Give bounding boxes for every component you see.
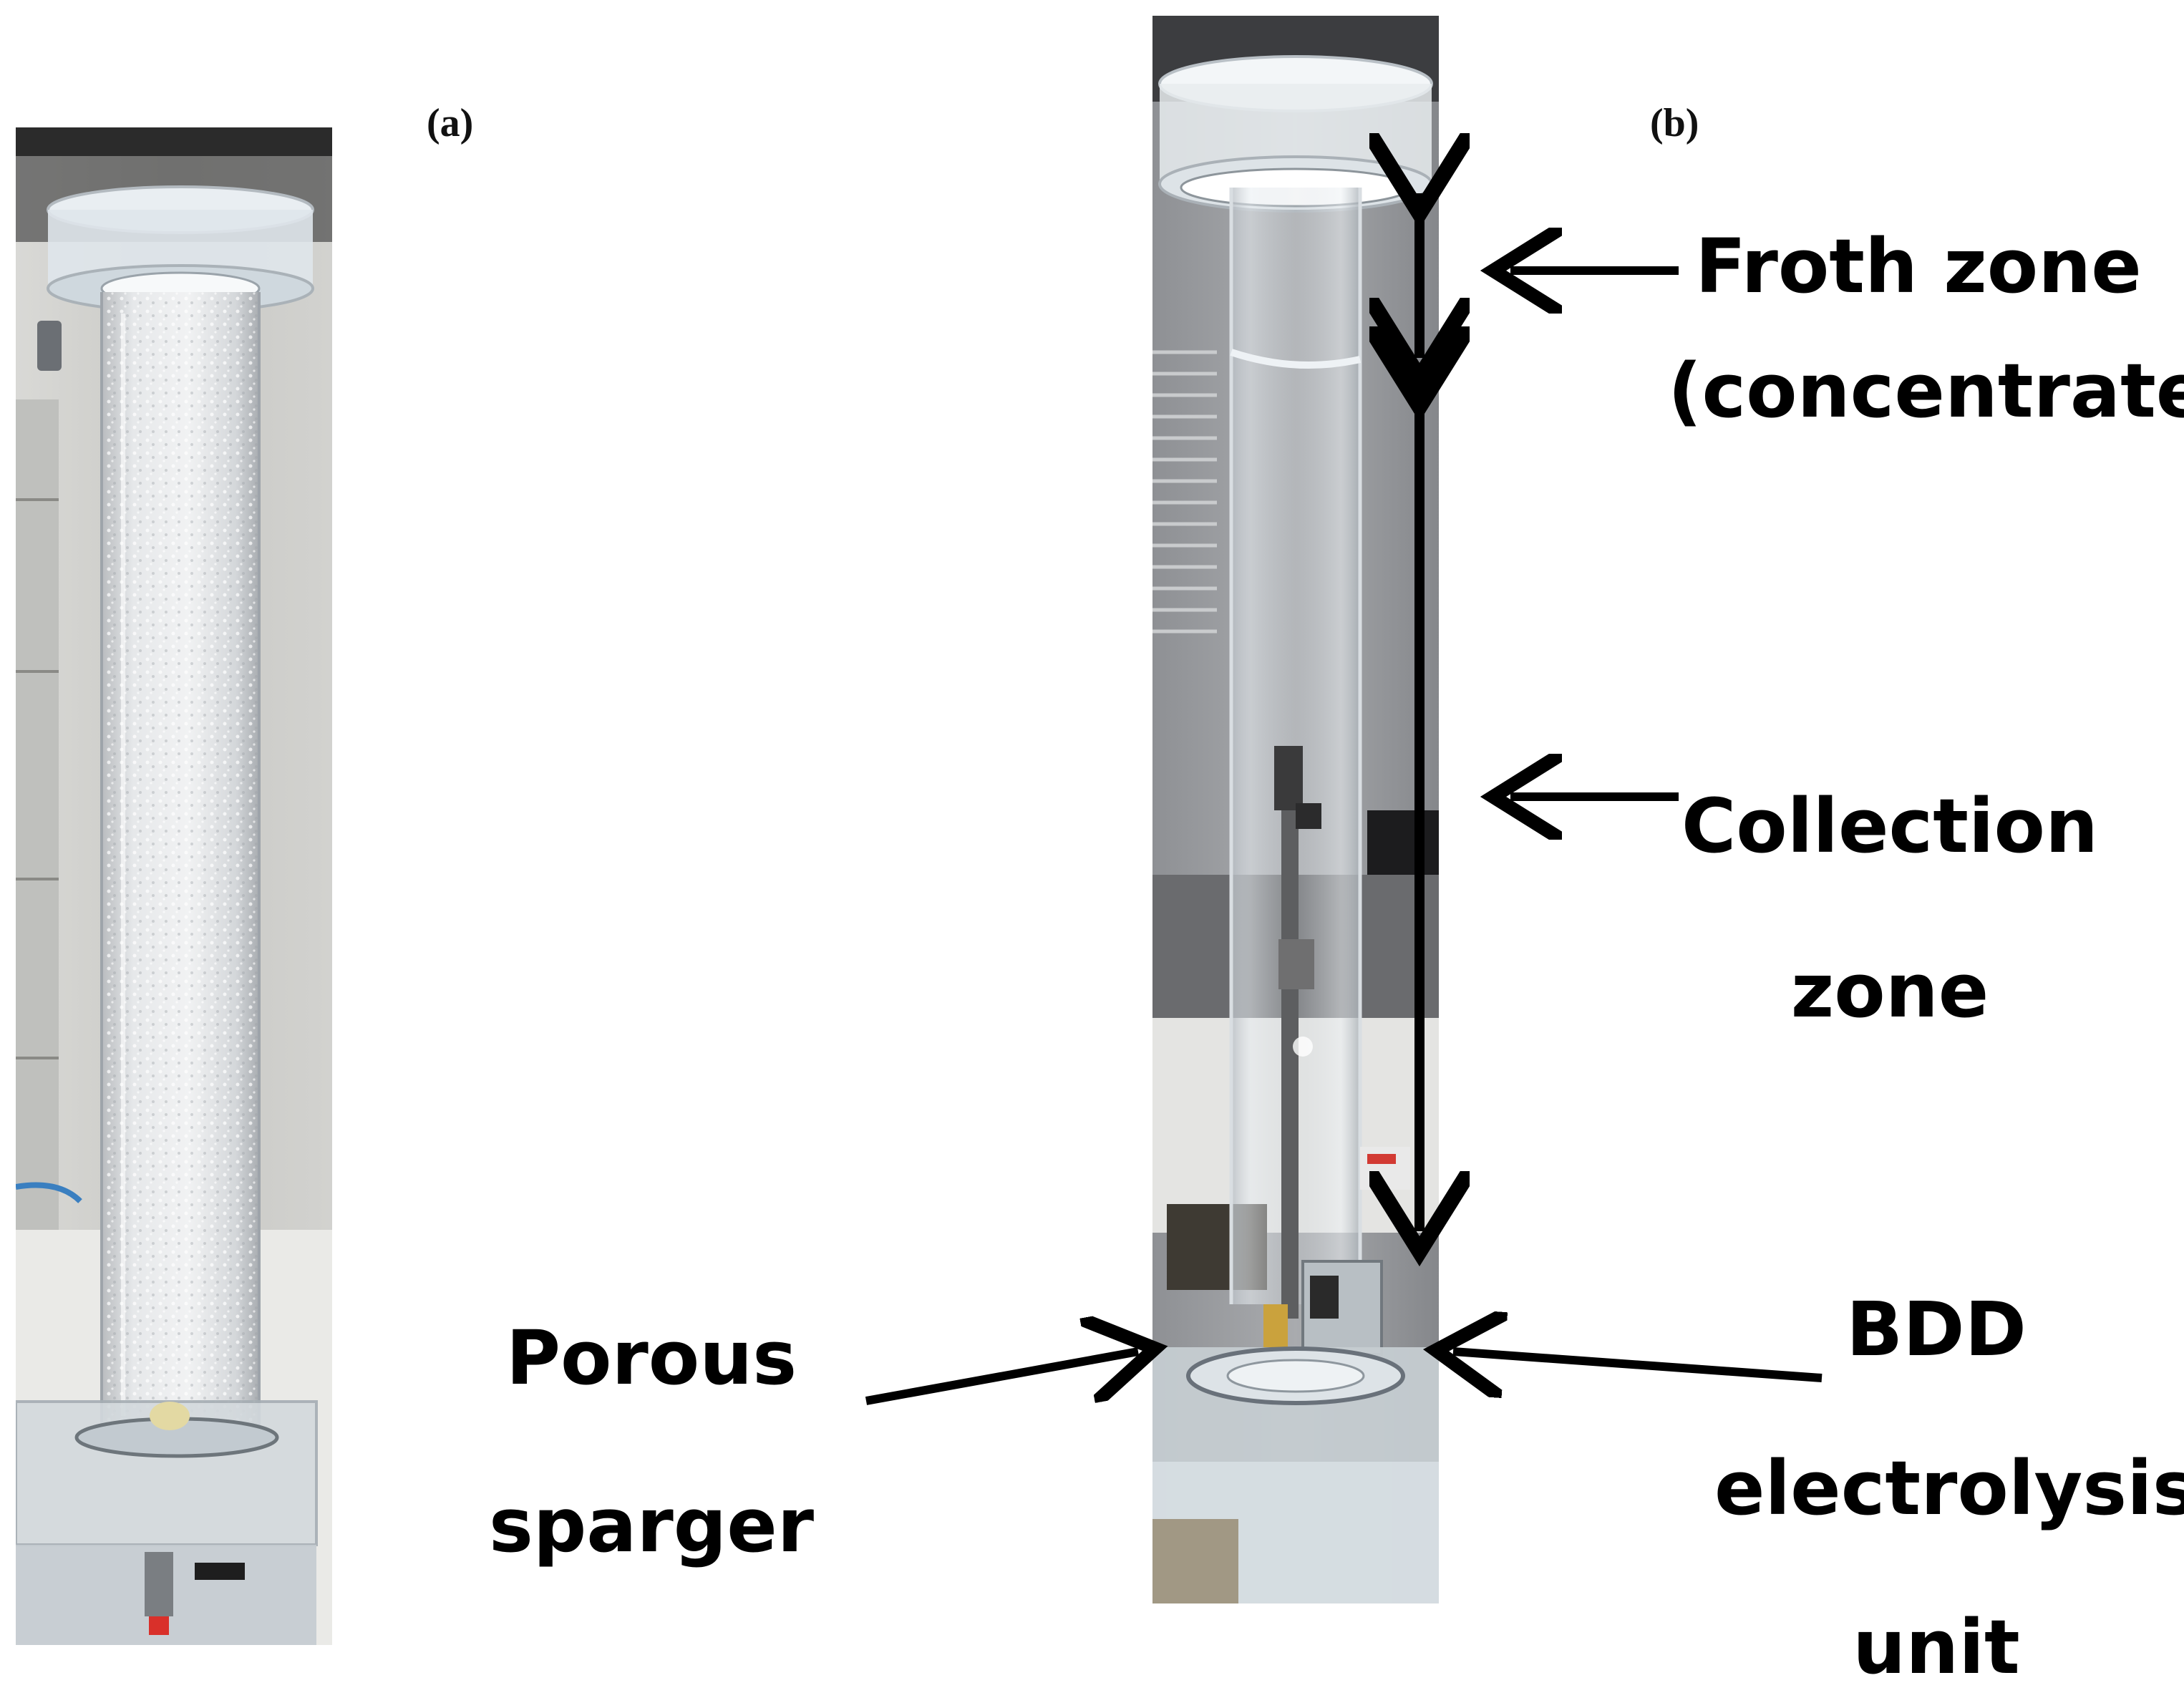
callout-bdd-line1: BDD: [1846, 1286, 2027, 1373]
photo-a: [16, 127, 332, 1645]
bdd-unit-arrow: [1453, 1352, 1823, 1378]
callout-bdd-line3: unit: [1853, 1603, 2020, 1691]
panel-label-a: (a): [427, 101, 474, 145]
callout-porous-line2: sparger: [488, 1482, 815, 1569]
callout-collection-line2: zone: [1790, 947, 1989, 1034]
callout-collection-zone: Collection zone: [1661, 789, 2119, 1028]
callout-froth-zone: Froth zone (concentrate): [1668, 223, 2184, 435]
porous-sparger-arrow: [865, 1352, 1138, 1405]
panel-label-b: (b): [1650, 101, 1699, 145]
callout-froth-line1: Froth zone: [1695, 223, 2142, 310]
callout-porous-line1: Porous: [505, 1314, 797, 1402]
callout-bdd-line2: electrolysis: [1714, 1445, 2184, 1532]
callout-collection-line1: Collection: [1681, 782, 2099, 870]
photo-a-svg: [16, 127, 332, 1645]
callout-bdd-unit: BDD electrolysis unit: [1714, 1286, 2184, 1691]
callout-froth-line2: (concentrate): [1668, 347, 2184, 435]
callout-porous-sparger: Porous sparger: [458, 1321, 845, 1563]
